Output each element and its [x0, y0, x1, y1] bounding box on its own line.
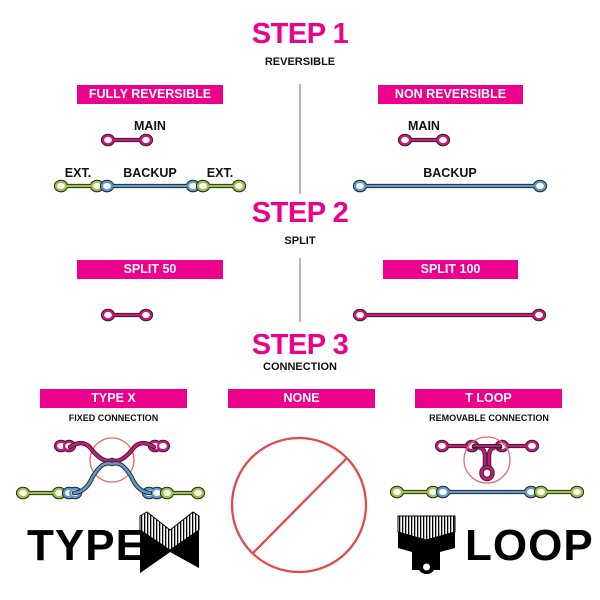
step-2-subtitle: SPLIT	[284, 235, 316, 247]
banner-non-reversible: NON REVERSIBLE	[378, 85, 523, 104]
label-backup-right: BACKUP	[423, 166, 477, 180]
type-x-connection-diagram	[67, 437, 157, 496]
type-x-extension-left	[15, 486, 67, 500]
type-x-main-strands	[67, 440, 157, 464]
banner-type-x: TYPE X	[40, 389, 187, 408]
backup-strap-right	[352, 179, 548, 193]
t-loop-extension-left	[389, 485, 441, 499]
banner-fully-reversible: FULLY REVERSIBLE	[77, 85, 223, 104]
main-strap-right	[397, 133, 451, 147]
extension-strap-left	[53, 179, 105, 193]
label-ext-right: EXT.	[206, 166, 234, 180]
banner-split-50: SPLIT 50	[77, 260, 223, 279]
step-2-title: STEP 2	[251, 197, 349, 229]
label-ext-left: EXT.	[64, 166, 92, 180]
t-loop-brand-text: LOOP	[465, 521, 594, 570]
label-backup-left: BACKUP	[123, 166, 177, 180]
main-strap-left	[100, 133, 154, 147]
divider-step-2	[299, 258, 301, 322]
type-x-extension-right	[159, 486, 206, 500]
step-1-subtitle: REVERSIBLE	[264, 56, 336, 68]
divider-step-1	[299, 84, 301, 194]
type-x-logo-icon	[139, 511, 200, 573]
label-main-right: MAIN	[408, 119, 440, 133]
banner-split-100: SPLIT 100	[383, 260, 518, 279]
split-100-strap	[352, 308, 547, 322]
type-x-highlight-circle	[89, 437, 135, 483]
t-loop-connection-diagram	[463, 436, 511, 484]
t-loop-highlight-circle	[463, 436, 511, 484]
banner-none: NONE	[228, 389, 375, 408]
type-x-backup-loop-left	[61, 486, 83, 500]
t-loop-extension-right	[533, 485, 585, 499]
banner-t-loop: T LOOP	[415, 389, 562, 408]
type-x-backup-strands	[71, 461, 153, 496]
caption-removable-connection: REMOVABLE CONNECTION	[429, 413, 549, 423]
step-3-title: STEP 3	[251, 329, 349, 361]
no-connection-icon	[230, 436, 368, 574]
t-loop-logo-icon	[397, 515, 456, 574]
t-loop-backup	[435, 485, 539, 499]
label-main-left: MAIN	[134, 119, 166, 133]
backup-strap-left	[99, 179, 201, 193]
type-x-brand-text: TYPE	[27, 521, 146, 570]
step-1-title: STEP 1	[251, 18, 349, 50]
t-loop-shape	[471, 444, 503, 482]
step-3-subtitle: CONNECTION	[263, 361, 337, 373]
extension-strap-right	[195, 179, 247, 193]
split-50-strap	[100, 308, 154, 322]
caption-fixed-connection: FIXED CONNECTION	[68, 413, 159, 423]
